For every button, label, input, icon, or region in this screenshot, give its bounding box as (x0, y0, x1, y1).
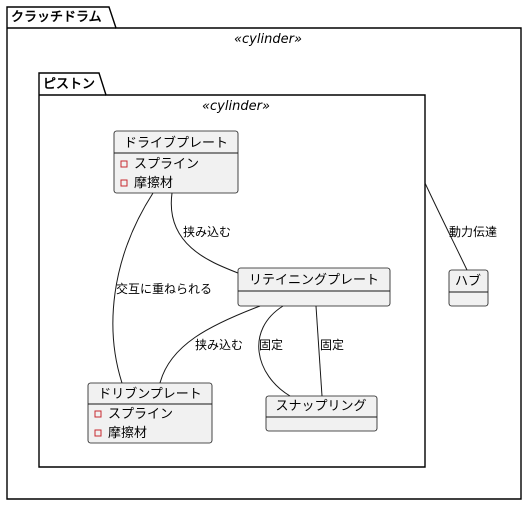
edge-labels: 挟み込む 交互に重ねられる 挟み込む 固定 固定 動力伝達 (116, 225, 497, 352)
label-retaining-snap-2: 固定 (320, 337, 344, 352)
inner-package: ピストン «cylinder» (38, 72, 426, 468)
inner-package-name: ピストン (43, 77, 95, 92)
class-hub[interactable]: ハブ (448, 269, 489, 307)
private-marker-icon (120, 179, 128, 187)
driven-plate-attr-spline: スプライン (108, 407, 173, 422)
class-driven-plate[interactable]: ドリブンプレート スプライン 摩擦材 (87, 382, 213, 444)
driven-plate-attr-friction: 摩擦材 (108, 425, 147, 441)
inner-package-stereotype: «cylinder» (202, 99, 270, 114)
label-retaining-snap-1: 固定 (259, 337, 283, 352)
private-marker-icon (94, 410, 102, 418)
drive-plate-attr-spline: スプライン (134, 157, 199, 172)
edge-retaining-snap-2 (315, 305, 323, 397)
private-marker-icon (94, 429, 102, 437)
class-snap-ring[interactable]: スナップリング (265, 395, 378, 432)
edge-retaining-snap-1 (258, 305, 291, 397)
outer-package-stereotype: «cylinder» (234, 32, 302, 47)
label-outer-hub: 動力伝達 (449, 225, 497, 239)
edge-drive-driven (112, 192, 154, 384)
class-retaining-plate[interactable]: リテイニングプレート (237, 267, 391, 307)
driven-plate-name: ドリブンプレート (98, 386, 202, 402)
hub-name: ハブ (455, 273, 481, 289)
edge-drive-retaining (170, 192, 239, 274)
outer-package: クラッチドラム «cylinder» (6, 6, 522, 500)
outer-package-name: クラッチドラム (11, 10, 102, 25)
drive-plate-name: ドライブプレート (124, 135, 228, 151)
label-drive-retaining: 挟み込む (183, 225, 231, 239)
label-drive-driven: 交互に重ねられる (116, 281, 212, 296)
private-marker-icon (120, 160, 128, 168)
edges (112, 182, 468, 397)
snap-ring-name: スナップリング (275, 399, 366, 414)
edge-outer-hub (424, 182, 468, 271)
retaining-plate-name: リテイニングプレート (249, 273, 379, 288)
edge-retaining-driven (159, 305, 261, 384)
drive-plate-attr-friction: 摩擦材 (134, 175, 173, 191)
label-retaining-driven: 挟み込む (195, 338, 243, 352)
class-drive-plate[interactable]: ドライブプレート スプライン 摩擦材 (113, 130, 239, 194)
